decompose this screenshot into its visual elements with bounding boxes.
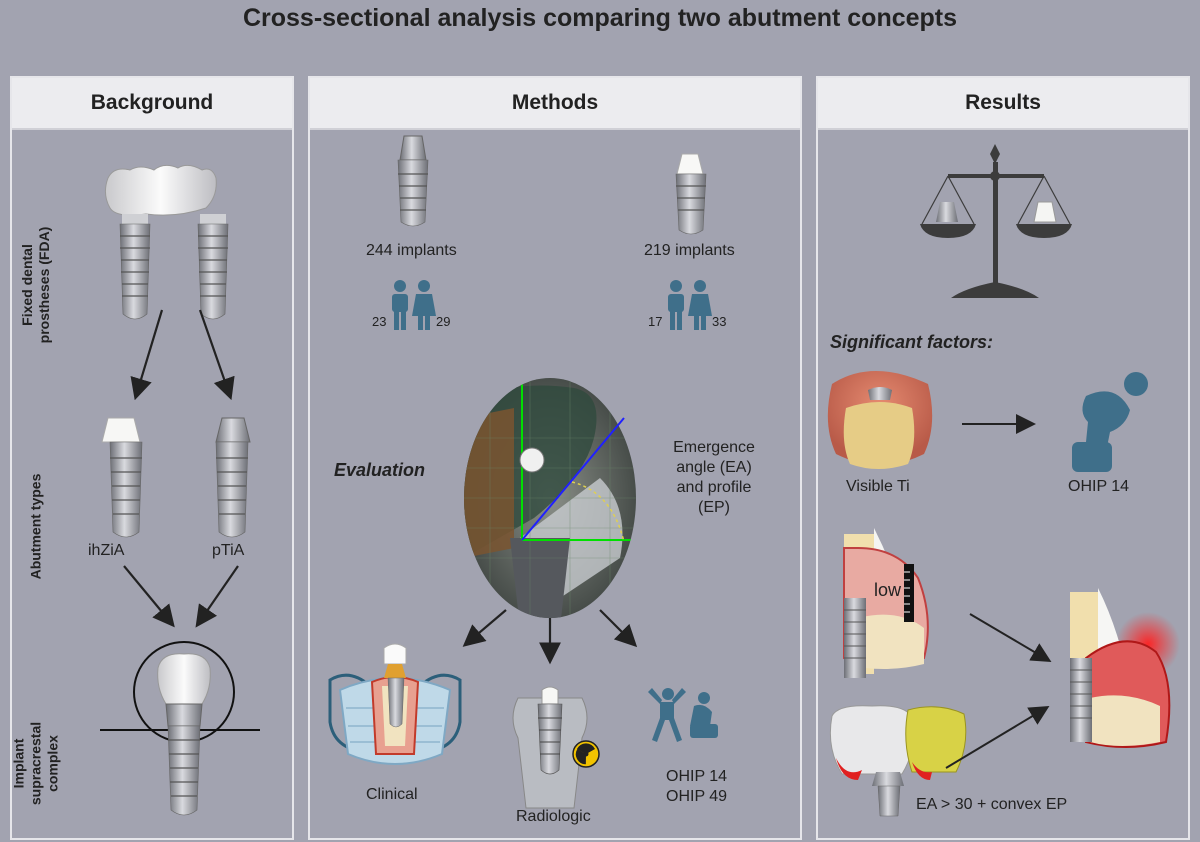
right-men-count: 17 — [648, 314, 663, 329]
ihzia-label: ihZiA — [88, 542, 125, 559]
methods-panel: Methods — [308, 76, 802, 840]
supracrestal-complex-icon — [100, 641, 260, 816]
right-implants-count: 219 implants — [644, 242, 735, 259]
radiation-icon — [572, 740, 600, 768]
zirconia-implant-icon — [675, 153, 707, 235]
patients-icon-left — [392, 280, 436, 330]
low-label: low — [874, 580, 902, 600]
left-men-count: 23 — [372, 314, 387, 329]
clinical-label: Clinical — [366, 786, 418, 803]
background-panel: Background Fixed dental prostheses (FDA)… — [10, 76, 294, 840]
ohip-people-icon — [648, 688, 718, 742]
results-panel: Results — [816, 76, 1190, 840]
background-illustrations — [100, 164, 260, 816]
ea-convex-label: EA > 30 + convex EP — [916, 796, 1068, 813]
page-title: Cross-sectional analysis comparing two a… — [242, 4, 958, 32]
left-implants-count: 244 implants — [366, 242, 457, 259]
ptia-implant-icon — [215, 417, 251, 538]
patients-icon-right — [668, 280, 712, 330]
emergence-label: Emergence angle (EA) and profile (EP) — [673, 439, 755, 516]
left-women-count: 29 — [436, 314, 451, 329]
radiologic-icon — [512, 686, 588, 809]
clinical-mask-icon — [328, 643, 462, 765]
results-header: Results — [818, 78, 1188, 130]
crown-pair-icon — [829, 705, 967, 817]
right-women-count: 33 — [712, 314, 727, 329]
visible-ti-label: Visible Ti — [846, 478, 910, 495]
methods-illustrations — [328, 135, 718, 809]
significant-factors-label: Significant factors: — [830, 332, 994, 352]
ptia-label: pTiA — [212, 542, 245, 559]
distressed-person-icon — [1072, 372, 1148, 472]
background-header: Background — [12, 78, 292, 130]
ohip49-label: OHIP 49 — [666, 788, 728, 805]
radiologic-label: Radiologic — [516, 808, 591, 825]
bridge-icon — [104, 164, 229, 320]
ihzia-implant-icon — [101, 417, 143, 538]
balance-scale-icon — [920, 144, 1072, 298]
evaluation-label: Evaluation — [334, 460, 426, 480]
low-tissue-height-icon — [843, 528, 929, 678]
visible-titanium-photo-icon — [827, 371, 933, 469]
results-illustrations — [827, 144, 1180, 817]
inflamed-tissue-icon — [1070, 588, 1180, 748]
results-ohip14-label: OHIP 14 — [1068, 478, 1130, 495]
titanium-implant-icon — [397, 135, 429, 227]
evaluation-image-icon — [464, 378, 636, 618]
methods-header: Methods — [310, 78, 800, 130]
ohip14-label: OHIP 14 — [666, 768, 728, 785]
